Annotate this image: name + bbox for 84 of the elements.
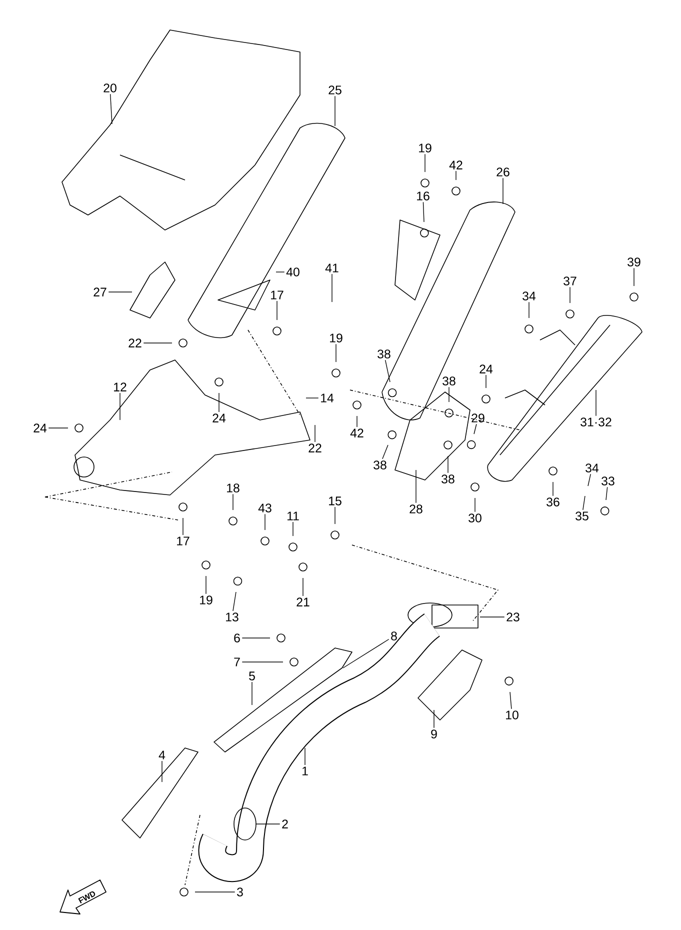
- leader-line: [232, 592, 236, 612]
- callout-number: 26: [496, 168, 510, 176]
- leader-line: [304, 748, 306, 766]
- leader-line: [384, 360, 390, 382]
- callout-number: 5: [249, 672, 255, 680]
- leader-line: [334, 96, 336, 126]
- callout-number: 3: [237, 888, 243, 896]
- callout-number: 1: [302, 766, 308, 776]
- leader-line: [474, 498, 476, 512]
- leader-line: [382, 444, 388, 460]
- callout-number: 6: [234, 634, 240, 642]
- leader-line: [422, 202, 424, 222]
- callout-number: 16: [417, 192, 430, 200]
- callout-number: 39: [628, 258, 640, 266]
- leader-line: [528, 302, 530, 318]
- leader-line: [218, 392, 220, 412]
- callout-number: 34: [522, 292, 536, 300]
- callout-number: 13: [226, 612, 238, 622]
- callout-number: 40: [286, 268, 300, 276]
- leader-line: [582, 496, 586, 510]
- callout-number: 33: [602, 476, 614, 486]
- callout-number: 22: [128, 338, 142, 348]
- callout-number: 24: [34, 424, 47, 432]
- callout-number: 25: [328, 86, 342, 94]
- callout-number: 18: [227, 484, 240, 492]
- callout-number: 20: [104, 84, 116, 92]
- leader-line: [448, 386, 450, 402]
- callout-number: 27: [94, 288, 106, 296]
- callout-number: 19: [330, 334, 342, 342]
- callout-number: 4: [158, 750, 166, 760]
- callout-number: 11: [287, 512, 299, 520]
- callout-number: 17: [271, 290, 284, 300]
- callout-number: 38: [442, 474, 454, 484]
- leader-line: [232, 494, 234, 510]
- leader-line: [552, 482, 554, 496]
- leader-line: [302, 578, 304, 596]
- callout-number: 15: [329, 496, 342, 506]
- leader-line: [110, 94, 112, 124]
- callout-number: 38: [378, 350, 390, 358]
- callout-number: 43: [258, 504, 272, 512]
- callout-number: 38: [374, 460, 386, 470]
- callout-number: 7: [234, 658, 240, 666]
- callout-number: 41: [325, 264, 338, 272]
- callout-number: 37: [564, 276, 576, 286]
- leader-line: [342, 638, 390, 668]
- callout-number: 22: [308, 444, 322, 452]
- callout-number: 2: [282, 820, 288, 828]
- callout-number: 19: [200, 596, 212, 604]
- leader-line: [606, 486, 608, 500]
- callout-number: 31·32: [580, 418, 612, 426]
- callout-number: 17: [177, 536, 190, 546]
- callout-number: 10: [506, 710, 518, 720]
- callout-number: 24: [212, 414, 226, 422]
- leader-line: [502, 178, 504, 204]
- leader-line: [588, 474, 591, 486]
- callout-number: 23: [506, 612, 520, 622]
- callout-number: 35: [576, 512, 588, 520]
- callout-number: 8: [391, 632, 397, 640]
- leader-line: [264, 514, 266, 530]
- callout-number: 42: [350, 428, 364, 438]
- leader-line: [276, 300, 278, 320]
- callout-number: 12: [114, 382, 126, 392]
- leader-line: [424, 154, 426, 172]
- callout-number: 14: [321, 394, 334, 402]
- leader-line: [182, 518, 184, 536]
- callout-number: 28: [410, 504, 422, 514]
- callout-number: 19: [419, 144, 432, 152]
- leader-line: [314, 424, 316, 442]
- leader-line: [474, 424, 477, 434]
- callout-number: 34: [586, 464, 599, 472]
- callout-number: 38: [442, 376, 456, 386]
- callout-number: 30: [468, 514, 482, 522]
- leader-line: [356, 416, 358, 428]
- leader-line: [143, 342, 172, 344]
- leader-line: [334, 506, 336, 524]
- leader-line: [292, 522, 294, 536]
- callout-number: 24: [480, 364, 493, 374]
- leader-line: [510, 692, 512, 710]
- leader-line: [480, 616, 505, 618]
- callout-number: 36: [546, 498, 560, 506]
- callout-number: 29: [472, 414, 484, 422]
- callout-number: 21: [296, 598, 310, 606]
- callout-number: 9: [431, 730, 437, 738]
- callout-number: 42: [449, 160, 462, 170]
